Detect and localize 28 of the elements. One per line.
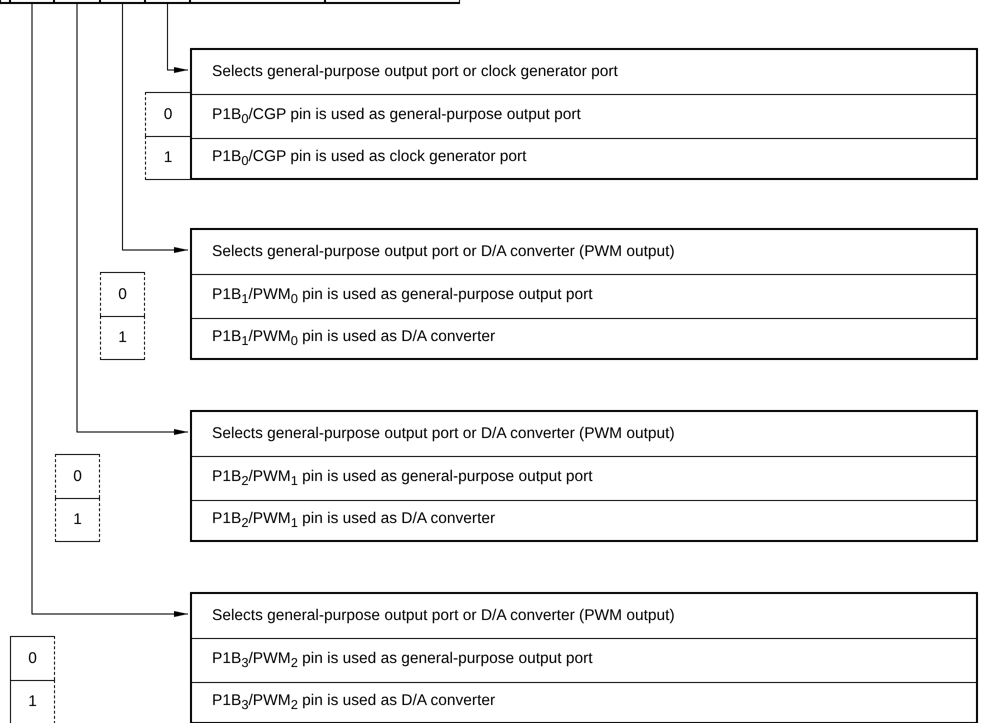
description-table (190, 228, 978, 360)
setting-description: P1B$_{1}$/PWM$_{0}$ pin is used as D/A converter (192, 318, 976, 358)
description-table (190, 592, 978, 723)
setting-description: P1B$_{3}$/PWM$_{2}$ pin is used as D/A converter (192, 682, 976, 722)
description-table (190, 410, 978, 542)
setting-description: P1B$_{2}$/PWM$_{1}$ pin is used as general-purpose output port (192, 456, 976, 500)
arrow (76, 4, 188, 435)
bit-function-heading: Selects general-purpose output port or clock generator port (192, 50, 976, 94)
bit-value: 1 (10, 680, 55, 723)
bit-value: 0 (100, 272, 145, 316)
bit-value: 1 (100, 316, 145, 360)
arrow (32, 4, 188, 617)
setting-description: P1B$_{0}$/CGP pin is used as general-purpose output port (192, 94, 976, 138)
bit-value: 1 (55, 498, 100, 542)
setting-description: P1B$_{2}$/PWM$_{1}$ pin is used as D/A converter (192, 500, 976, 540)
setting-description: P1B$_{0}$/CGP pin is used as clock generator port (192, 138, 976, 178)
bit-value: 0 (10, 636, 55, 680)
setting-description: P1B$_{1}$/PWM$_{0}$ pin is used as general-purpose output port (192, 274, 976, 318)
bit-value: 0 (55, 454, 100, 498)
setting-description: P1B$_{3}$/PWM$_{2}$ pin is used as general-purpose output port (192, 638, 976, 682)
bit-value: 0 (145, 92, 190, 136)
arrow (122, 4, 188, 253)
bit-function-heading: Selects general-purpose output port or D/A converter (PWM output) (192, 594, 976, 638)
arrow (167, 4, 188, 73)
bit-function-heading: Selects general-purpose output port or D/A converter (PWM output) (192, 230, 976, 274)
description-table (190, 48, 978, 180)
bit-function-heading: Selects general-purpose output port or D/A converter (PWM output) (192, 412, 976, 456)
bit-value: 1 (145, 136, 190, 180)
